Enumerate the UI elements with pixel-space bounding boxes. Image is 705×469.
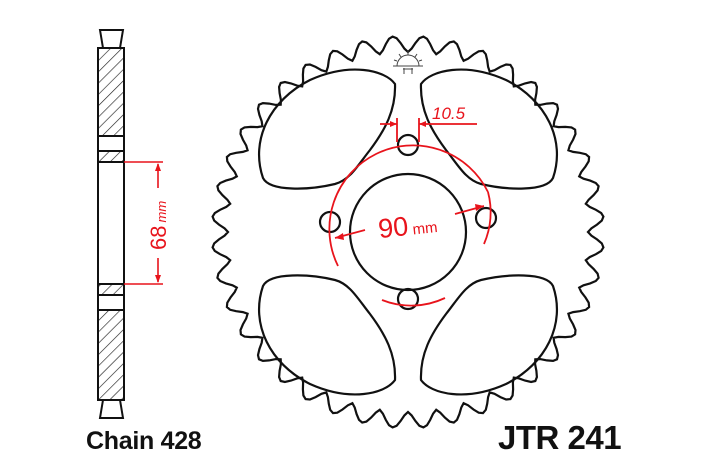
- side-profile-view: [97, 29, 125, 419]
- part-number: JTR 241: [498, 419, 622, 456]
- bolt-hole-bottom: [396, 287, 420, 311]
- cutouts: [258, 68, 558, 396]
- sprocket-outline: [211, 35, 605, 429]
- bore-dimension: [124, 161, 163, 285]
- bolt-hole-label: 10.5: [432, 104, 466, 123]
- chain-label: Chain 428: [86, 427, 202, 455]
- bore-dimension-label: 68mm: [146, 201, 171, 250]
- bolt-circle-dimension: [328, 118, 492, 307]
- hub: [318, 133, 498, 311]
- sun-logo-icon: [393, 51, 423, 74]
- bolt-hole-right: [474, 206, 498, 230]
